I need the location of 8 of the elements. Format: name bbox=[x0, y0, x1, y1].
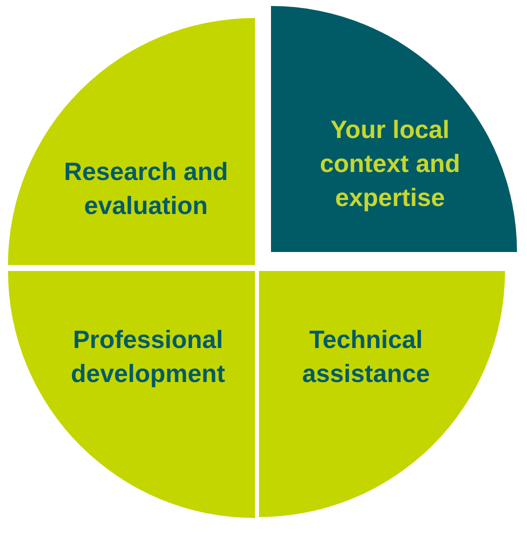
segment-label: Your local context and expertise bbox=[318, 115, 462, 214]
quadrant-segment bbox=[259, 271, 505, 517]
quadrant-segment bbox=[8, 18, 255, 265]
quadrant-segment bbox=[271, 6, 517, 252]
segment-label: Research and evaluation bbox=[63, 157, 229, 222]
segment-label: Professional development bbox=[70, 325, 226, 390]
quadrant-segment bbox=[8, 271, 255, 518]
segment-label: Technical assistance bbox=[301, 325, 431, 390]
